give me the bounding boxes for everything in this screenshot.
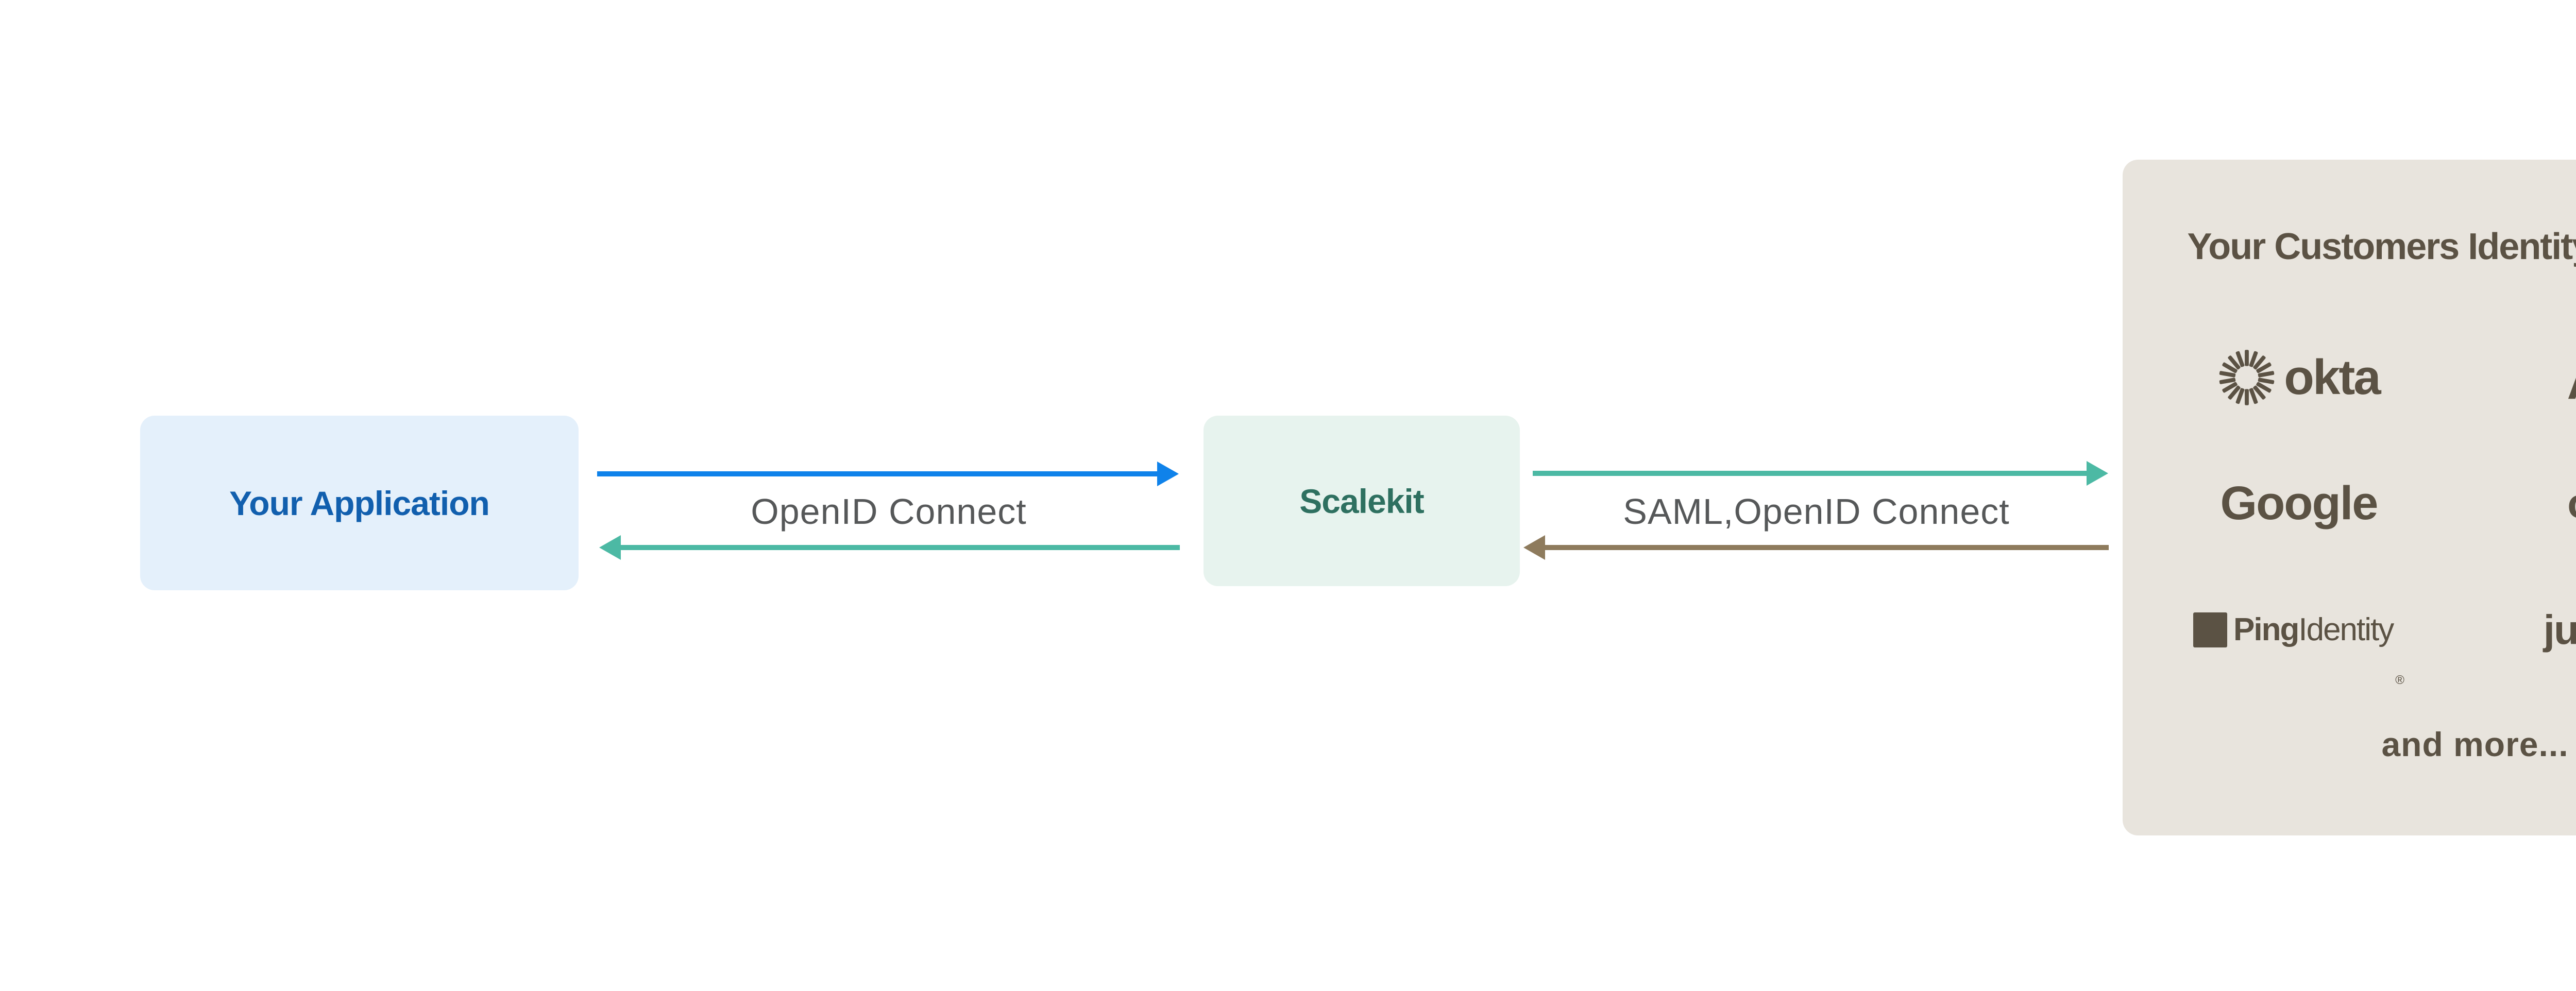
ping-label-bold: Ping — [2233, 612, 2299, 647]
jumpcloud-logo: jumpcloud ™ — [2475, 567, 2576, 693]
registered-mark: ® — [2395, 673, 2404, 687]
ping-label-light: Identity — [2298, 612, 2394, 647]
arrow-app-to-scalekit — [597, 462, 1179, 486]
google-logo: Google — [2123, 440, 2475, 567]
azure-logo: Azure — [2475, 314, 2576, 440]
flow-label-saml-openid-connect: SAML,OpenID Connect — [1623, 491, 2010, 532]
your-application-label: Your Application — [229, 484, 490, 522]
flow-label-openid-connect: OpenID Connect — [751, 491, 1027, 532]
onelogin-label: onelogin — [2567, 480, 2576, 528]
arrow-scalekit-to-app — [599, 535, 1180, 560]
your-application-box: Your Application — [140, 416, 579, 590]
okta-sunburst-icon — [2219, 349, 2275, 405]
and-more-label: and more... — [2381, 725, 2569, 763]
google-label: Google — [2220, 477, 2379, 529]
identity-providers-grid: okta Azure Google onelogin — [2123, 314, 2576, 693]
identity-providers-title: Your Customers Identity Providers — [2187, 226, 2576, 267]
okta-logo: okta — [2123, 314, 2475, 440]
arrow-scalekit-to-idp — [1533, 461, 2108, 486]
pingidentity-logo: Ping Identity ® — [2123, 567, 2475, 693]
jumpcloud-label: jumpcloud — [2543, 606, 2576, 653]
scalekit-label: Scalekit — [1299, 482, 1424, 520]
scalekit-box: Scalekit — [1204, 416, 1520, 586]
ping-square-icon — [2193, 612, 2228, 647]
azure-a-icon — [2568, 378, 2576, 399]
identity-providers-panel: Your Customers Identity Providers — [2123, 160, 2576, 835]
onelogin-logo: onelogin — [2475, 440, 2576, 567]
arrow-idp-to-scalekit — [1523, 535, 2109, 560]
okta-label: okta — [2284, 349, 2381, 405]
